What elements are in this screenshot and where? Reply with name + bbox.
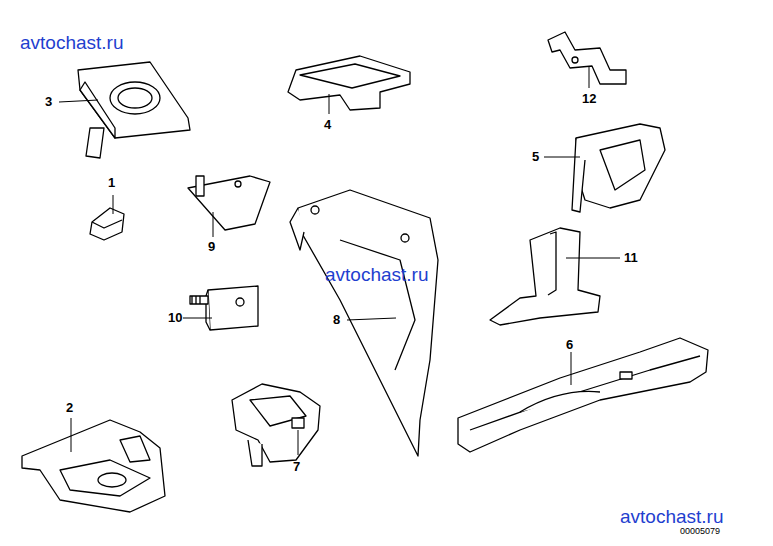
callout-number: 5 [532, 150, 539, 163]
callout-number: 3 [45, 95, 52, 108]
callout-number: 1 [108, 176, 115, 189]
callout-number: 12 [582, 92, 596, 105]
callout-number: 10 [168, 311, 182, 324]
callout-number: 2 [66, 401, 73, 414]
drawing-number: 00005079 [680, 527, 720, 536]
callout-number: 11 [624, 251, 638, 264]
callout-number: 6 [566, 338, 573, 351]
watermark: avtochast.ru [20, 33, 124, 52]
callout-number: 9 [208, 240, 215, 253]
callout-number: 8 [333, 313, 340, 326]
callout-number: 4 [324, 118, 331, 131]
watermark: avtochast.ru [620, 507, 724, 526]
watermark: avtochast.ru [325, 265, 429, 284]
callout-number: 7 [293, 460, 300, 473]
